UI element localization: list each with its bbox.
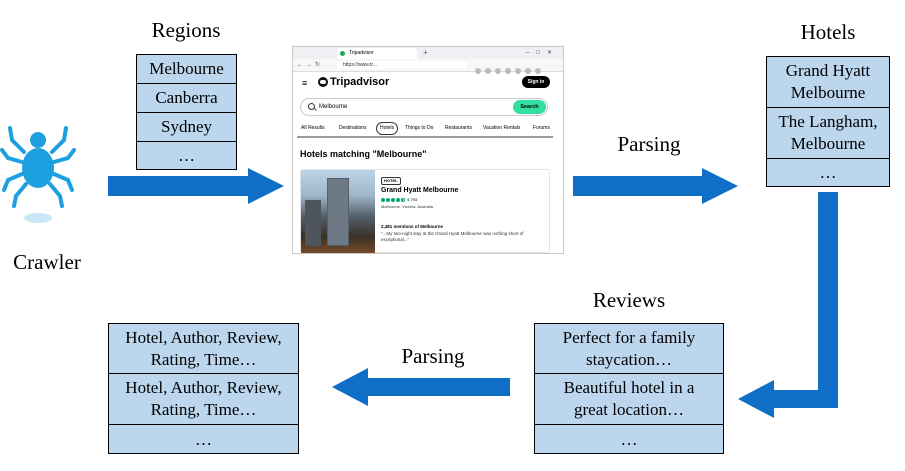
table-row: Hotel, Author, Review, Rating, Time…	[109, 374, 298, 425]
extension-icon[interactable]	[525, 68, 531, 74]
rating-bubble-icon	[396, 197, 400, 202]
spider-icon	[0, 126, 76, 223]
arrow-parsing-bottom	[332, 368, 510, 406]
tripadvisor-favicon-icon	[340, 51, 345, 56]
rating-bubble-icon	[381, 197, 385, 202]
reviews-table: Perfect for a family staycation… Beautif…	[534, 323, 724, 454]
table-row: …	[178, 146, 195, 165]
search-button[interactable]: Search	[513, 100, 546, 114]
hotel-card[interactable]: HOTEL Grand Hyatt Melbourne 4,793 Melbou…	[300, 169, 550, 253]
extension-icon[interactable]	[535, 68, 541, 74]
browser-screenshot: Tripadvisor + –□✕ ←→↻ https://www.tr... …	[292, 46, 564, 254]
arrow-parsing-top	[573, 168, 738, 204]
hotel-name-link[interactable]: Grand Hyatt Melbourne	[381, 187, 459, 194]
toolbar-icons	[475, 61, 545, 79]
table-row: …	[819, 163, 837, 182]
tab-destinations[interactable]: Destinations	[339, 125, 367, 131]
category-tabs: All Results Destinations Hotels Things t…	[297, 121, 557, 135]
nav-buttons-icon[interactable]: ←→↻	[297, 62, 324, 68]
tab-all-results[interactable]: All Results	[301, 125, 325, 131]
url-field[interactable]: https://www.tr...	[337, 61, 467, 69]
review-snippet: "...My two-night stay at the Grand Hyatt…	[381, 231, 524, 242]
extension-icon[interactable]	[485, 68, 491, 74]
table-row: Sydney	[137, 113, 236, 142]
tab-forums[interactable]: Forums	[533, 125, 550, 131]
tabs-scrollbar[interactable]	[297, 136, 553, 138]
table-row: Melbourne	[137, 55, 236, 84]
sign-in-button[interactable]: Sign in	[522, 76, 550, 88]
reviews-title: Reviews	[592, 288, 666, 312]
window-controls-icon[interactable]: –□✕	[526, 50, 559, 56]
parsing-top-label: Parsing	[617, 132, 681, 156]
rating-bubble-icon	[391, 197, 395, 202]
mentions-count: 2,481 mentions of Melbourne	[381, 224, 444, 229]
extension-icon[interactable]	[515, 68, 521, 74]
owl-logo-icon	[318, 77, 328, 87]
hotels-title: Hotels	[800, 20, 856, 44]
results-heading: Hotels matching "Melbourne"	[300, 149, 427, 159]
arrow-hotels-to-reviews	[738, 192, 838, 418]
table-row: Beautiful hotel in a great location…	[535, 374, 723, 425]
site-header: ≡ Tripadvisor Sign in	[293, 72, 563, 94]
table-row: …	[195, 429, 212, 449]
menu-icon[interactable]: ≡	[302, 78, 308, 88]
extension-icon[interactable]	[475, 68, 481, 74]
table-row: Perfect for a family staycation…	[535, 324, 723, 374]
site-logo[interactable]: Tripadvisor	[330, 76, 390, 88]
browser-tab[interactable]: Tripadvisor	[337, 48, 417, 59]
extension-icon[interactable]	[495, 68, 501, 74]
search-value: Melbourne	[319, 104, 348, 110]
records-table: Hotel, Author, Review, Rating, Time… Hot…	[108, 323, 299, 454]
hotels-table: Grand Hyatt Melbourne The Langham, Melbo…	[766, 56, 890, 187]
regions-table: Melbourne Canberra Sydney …	[136, 54, 237, 170]
rating-bubble-icon	[386, 197, 390, 202]
search-input[interactable]: Melbourne Search	[300, 98, 548, 116]
tab-things-to-do[interactable]: Things to Do	[405, 125, 434, 131]
browser-address-bar: ←→↻ https://www.tr...	[293, 59, 563, 74]
table-row: The Langham, Melbourne	[767, 108, 889, 159]
table-row: Canberra	[137, 84, 236, 113]
rating-bubbles: 4,793	[381, 197, 417, 203]
table-row: …	[620, 429, 638, 449]
parsing-bottom-label: Parsing	[401, 344, 465, 368]
search-icon	[308, 103, 315, 110]
hotel-location: Melbourne, Victoria, Australia	[381, 204, 433, 209]
browser-tab-title: Tripadvisor	[349, 50, 374, 56]
review-count: 4,793	[407, 197, 418, 202]
table-row: Hotel, Author, Review, Rating, Time…	[109, 324, 298, 374]
regions-title: Regions	[151, 18, 221, 42]
tab-hotels[interactable]: Hotels	[376, 122, 399, 135]
tab-vacation-rentals[interactable]: Vacation Rentals	[483, 125, 521, 131]
tab-restaurants[interactable]: Restaurants	[445, 125, 472, 131]
table-row: Grand Hyatt Melbourne	[767, 57, 889, 108]
arrow-crawler-to-browser	[108, 168, 284, 204]
rating-bubble-icon	[401, 197, 405, 202]
new-tab-icon[interactable]: +	[423, 48, 428, 57]
hotel-photo	[301, 170, 375, 253]
crawler-label: Crawler	[13, 250, 81, 274]
hotel-badge: HOTEL	[381, 177, 401, 185]
extension-icon[interactable]	[505, 68, 511, 74]
